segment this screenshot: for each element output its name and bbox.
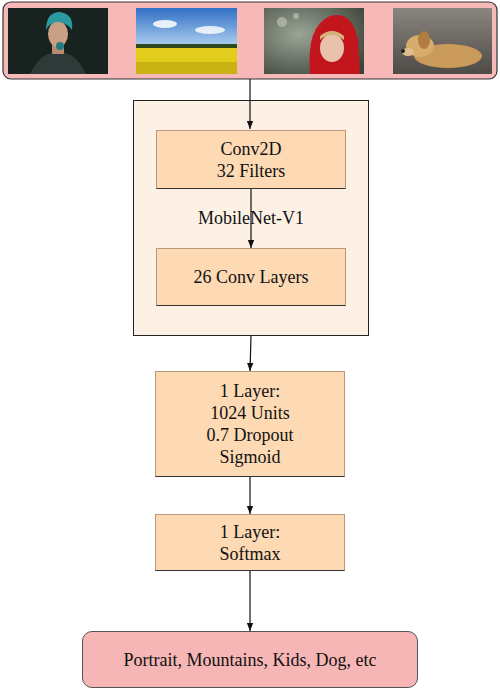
photo-bokeh — [293, 13, 299, 19]
photo-cloud — [153, 20, 177, 28]
photo-background — [8, 8, 108, 74]
layer-box: 26 Conv Layers — [156, 248, 346, 306]
photo-red-hood — [309, 15, 360, 74]
photo-scarf-knot — [56, 42, 64, 50]
layer-box: 1 Layer: Softmax — [155, 514, 345, 571]
photo-sky — [136, 8, 237, 48]
field-photo — [136, 8, 237, 74]
photo-dog-nose — [401, 49, 405, 53]
layer-box: Conv2D 32 Filters — [156, 130, 346, 189]
kid-photo — [264, 8, 364, 74]
box-label: Conv2D 32 Filters — [211, 138, 291, 182]
photo-bokeh — [277, 17, 287, 27]
photo-background — [393, 8, 492, 74]
output-box: Portrait, Mountains, Kids, Dog, etc — [82, 631, 418, 688]
layer-box: 1 Layer: 1024 Units 0.7 Dropout Sigmoid — [155, 371, 345, 477]
flow-arrow — [249, 571, 250, 631]
input-band — [3, 2, 497, 79]
photo-headscarf — [46, 12, 72, 30]
group-box: MobileNet-V1 Conv2D 32 Filters 26 Conv Lay… — [133, 100, 369, 336]
flow-arrow — [250, 336, 251, 371]
photo-background — [264, 8, 364, 74]
photo-shoulders — [30, 52, 86, 74]
photo-face — [320, 34, 344, 62]
group-label: MobileNet-V1 — [194, 207, 308, 229]
portrait-photo — [8, 8, 108, 74]
photo-dog-ear — [418, 31, 430, 49]
photo-hair — [320, 31, 344, 40]
photo-dog-muzzle — [402, 48, 414, 56]
box-label: 1 Layer: 1024 Units 0.7 Dropout Sigmoid — [203, 380, 297, 468]
photo-cloud — [195, 26, 225, 34]
photo-field — [136, 48, 237, 74]
box-label: Portrait, Mountains, Kids, Dog, etc — [124, 649, 377, 671]
box-label: 26 Conv Layers — [194, 266, 309, 288]
box-label: 1 Layer: Softmax — [210, 521, 290, 565]
photo-field-foreground — [136, 62, 237, 74]
dog-photo — [393, 8, 492, 74]
flow-arrow — [249, 477, 250, 514]
